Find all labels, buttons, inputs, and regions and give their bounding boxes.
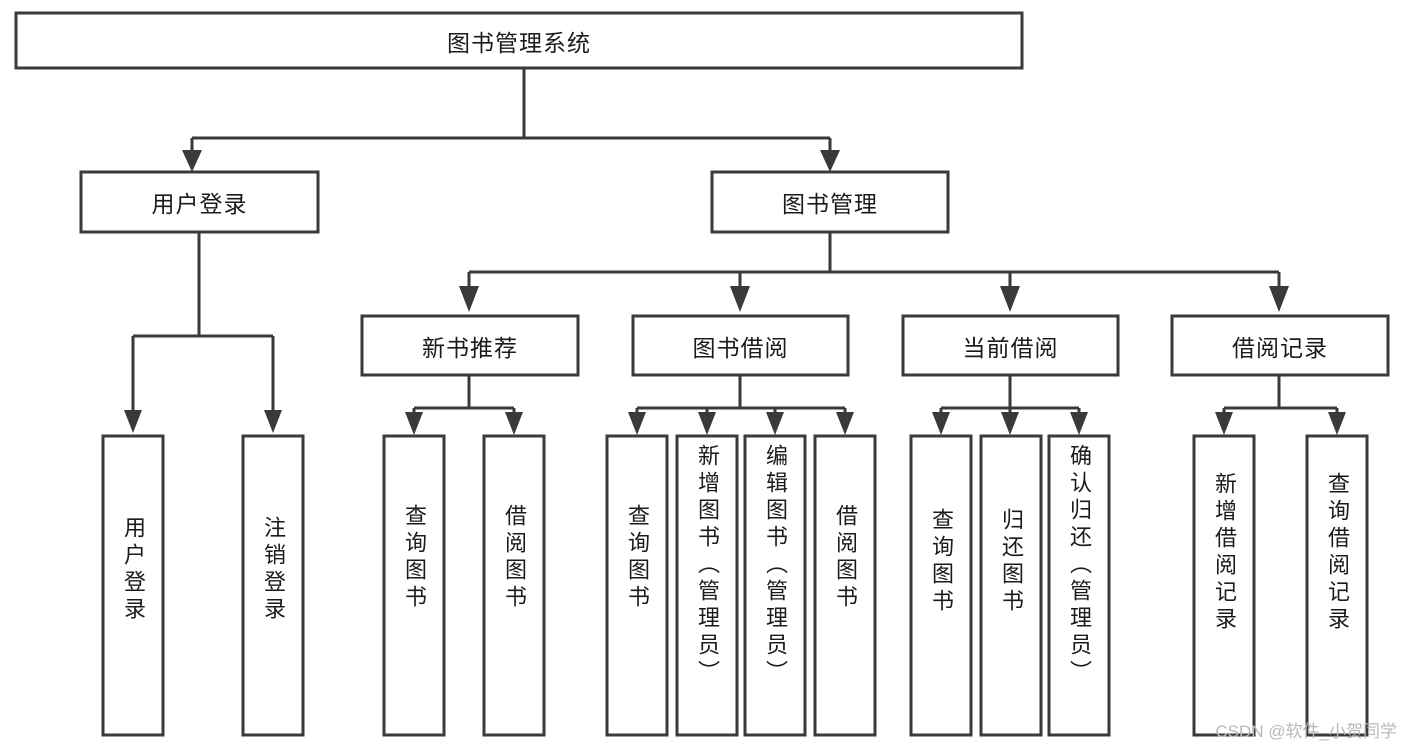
arrow-head-nb-leaf2 [505,412,523,435]
node-leaf-borrow-book-bb[interactable] [813,434,877,737]
arrow-head-bb-leaf4 [836,412,854,435]
node-leaf-edit-book-admin[interactable] [743,434,807,737]
arrow-head-cb-leaf3 [1070,412,1088,435]
node-root-book-management-system[interactable] [14,11,1024,70]
connector-group-book-borrow-leaves [628,375,854,435]
csdn-watermark: CSDN @软件_小贺同学 [1215,722,1397,741]
node-level1-book-management[interactable] [710,170,950,234]
node-leaf-add-borrow-record[interactable] [1192,434,1256,737]
arrow-head-borrow-record [1269,286,1289,312]
node-level2-book-borrow[interactable] [631,314,850,377]
arrow-head-leaf-user-login [124,410,142,433]
node-leaf-add-book-admin[interactable] [675,434,739,737]
arrow-head-bb-leaf3 [766,412,784,435]
arrow-head-bb-leaf1 [628,412,646,435]
arrow-head-current-borrow [1000,286,1020,312]
arrow-head-br-leaf1 [1215,412,1233,435]
connector-group-book-mgmt [459,232,1289,312]
arrow-head-cb-leaf1 [932,412,950,435]
node-leaf-query-book-bb[interactable] [605,434,669,737]
node-leaf-user-login[interactable] [101,434,165,737]
arrow-head-br-leaf2 [1328,412,1346,435]
arrow-head-leaf-logout [264,410,282,433]
node-level1-user-login[interactable] [79,170,320,234]
connector-group-new-book-leaves [405,375,523,435]
node-level2-new-book-recommend[interactable] [360,314,580,377]
arrow-head-cb-leaf2 [1001,412,1019,435]
node-leaf-borrow-book-nb[interactable] [482,434,546,737]
arrow-head-user-login [182,150,202,172]
node-leaf-confirm-return-admin[interactable] [1047,434,1111,737]
node-leaf-query-book-cb[interactable] [909,434,973,737]
arrow-head-new-book-recommend [459,286,479,312]
arrow-head-bb-leaf2 [698,412,716,435]
connector-group-user-login [124,232,282,433]
node-level2-current-borrow[interactable] [901,314,1120,377]
arrow-head-book-mgmt [820,150,840,172]
connector-group-borrow-record-leaves [1215,375,1346,435]
node-leaf-query-borrow-record[interactable] [1305,434,1369,737]
node-leaf-return-book[interactable] [979,434,1043,737]
arrow-head-nb-leaf1 [405,412,423,435]
connector-group-current-borrow-leaves [932,375,1088,435]
node-level2-borrow-record[interactable] [1170,314,1390,377]
node-leaf-query-book-nb[interactable] [382,434,446,737]
connector-group-root [182,68,840,172]
arrow-head-book-borrow [730,286,750,312]
node-leaf-logout[interactable] [241,434,305,737]
